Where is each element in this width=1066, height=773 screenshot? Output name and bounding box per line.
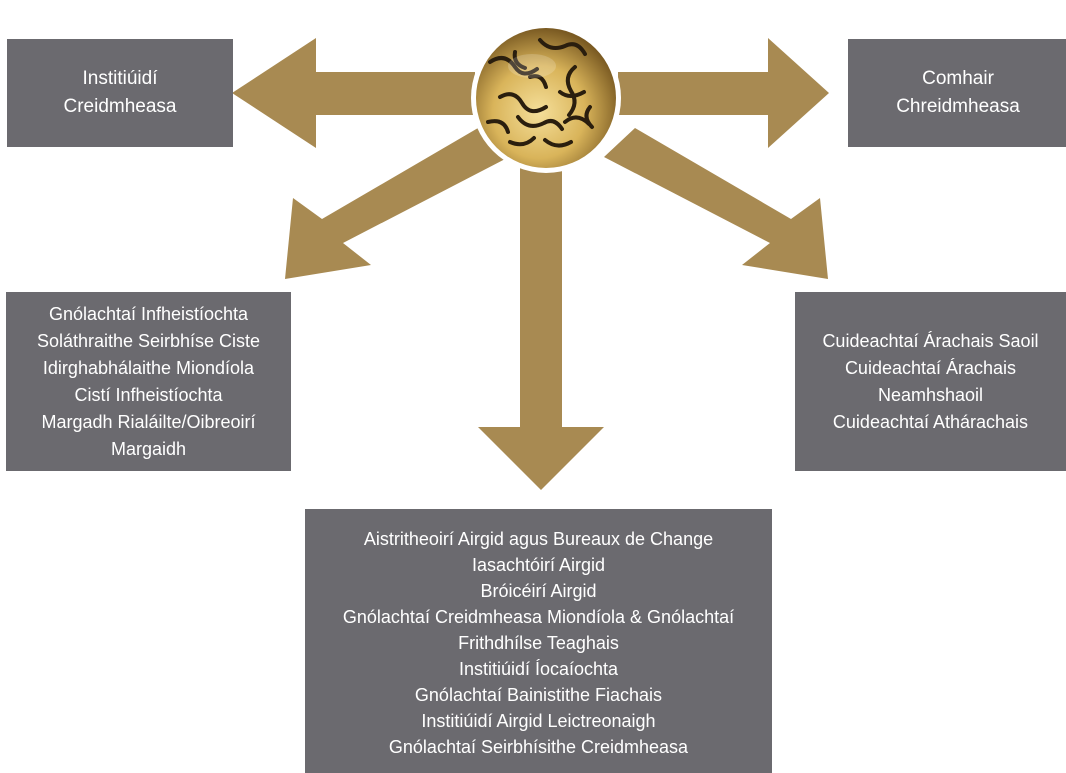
box-line: Aistritheoirí Airgid agus Bureaux de Cha… [363, 529, 714, 549]
box-line: Institiúidí Airgid Leictreonaigh [421, 711, 656, 731]
box-line: Cistí Infheistíochta [74, 384, 223, 405]
box-line: Creidmheasa [63, 96, 177, 117]
box-line: Bróicéirí Airgid [480, 581, 597, 601]
box-line: Gnólachtaí Infheistíochta [48, 303, 249, 324]
arrow-left [232, 38, 475, 148]
box-line: Margaidh [110, 438, 187, 459]
box-line: Gnólachtaí Seirbhísithe Creidmheasa [388, 737, 689, 757]
box-line: Cuideachtaí Athárachais [832, 411, 1029, 432]
box-investment-firms: Gnólachtaí Infheistíochta Soláthraithe S… [6, 292, 291, 471]
gold-sphere-icon [471, 23, 621, 173]
box-line: Gnólachtaí Creidmheasa Miondíola & Gnóla… [342, 607, 735, 627]
box-line: Soláthraithe Seirbhíse Ciste [36, 330, 261, 351]
box-line: Frithdhílse Teaghais [458, 633, 619, 653]
box-line: Margadh Rialáilte/Oibreoirí [41, 411, 256, 432]
box-line: Institiúidí [82, 68, 158, 89]
arrow-down-right [604, 128, 828, 279]
box-insurance-companies: Cuideachtaí Árachais Saoil Cuideachtaí Á… [795, 292, 1066, 471]
box-line: Institiúidí Íocaíochta [458, 659, 619, 679]
arrow-down-left [285, 128, 509, 279]
box-line: Comhair [922, 68, 994, 89]
box-line: Cuideachtaí Árachais [844, 357, 1017, 378]
box-line: Idirghabhálaithe Miondíola [42, 357, 255, 378]
box-credit-institutions: Institiúidí Creidmheasa [7, 39, 233, 147]
box-line: Gnólachtaí Bainistithe Fiachais [414, 685, 663, 705]
box-line: Chreidmheasa [896, 96, 1020, 117]
box-credit-unions: Comhair Chreidmheasa [848, 39, 1066, 147]
box-line: Iasachtóirí Airgid [471, 555, 606, 575]
arrow-right [618, 38, 829, 148]
box-line: Cuideachtaí Árachais Saoil [822, 330, 1039, 351]
box-line: Neamhshaoil [877, 384, 984, 405]
arrow-down [478, 160, 604, 490]
box-other-financial-firms: Aistritheoirí Airgid agus Bureaux de Cha… [305, 509, 772, 773]
